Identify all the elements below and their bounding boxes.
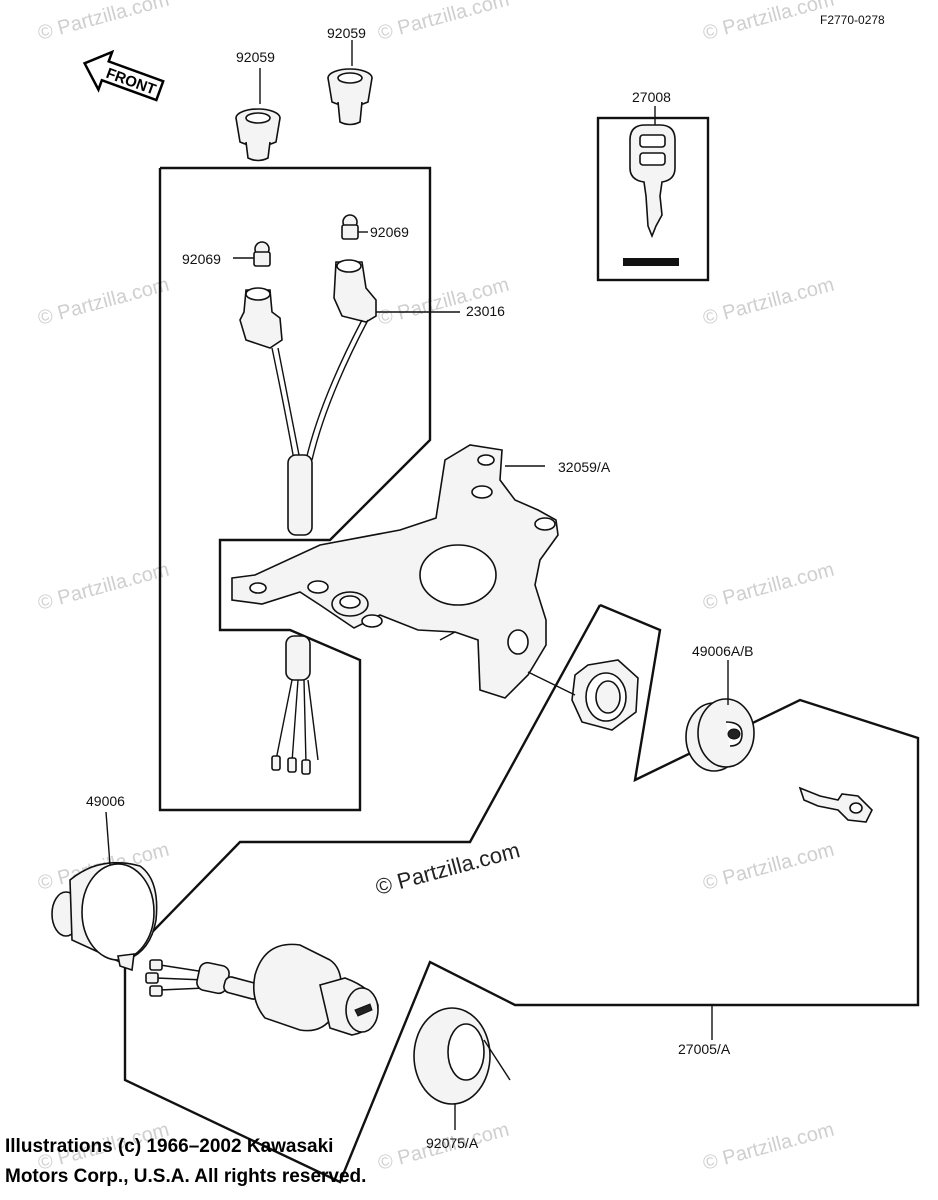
- ignition-switch-body: [145, 943, 379, 1036]
- socket-harness-23016: [239, 259, 377, 536]
- bulb-92069-right: [341, 214, 359, 240]
- group-outlines: [123, 116, 920, 1184]
- cover-49006: [51, 861, 158, 972]
- bulb-92069-left: [253, 241, 271, 267]
- watermark: © Partzilla.com: [701, 1119, 837, 1175]
- grommet-92059-left: [235, 108, 281, 162]
- part-label-23016: 23016: [466, 303, 505, 319]
- part-label-92059: 92059: [236, 49, 275, 65]
- watermark: © Partzilla.com: [36, 274, 172, 330]
- part-label-27005a: 27005/A: [678, 1041, 731, 1057]
- bracket-32059: [231, 444, 559, 699]
- key-small-icon: [798, 786, 873, 823]
- part-label-49006ab: 49006A/B: [692, 643, 754, 659]
- watermark: © Partzilla.com: [36, 0, 172, 45]
- part-label-92069: 92069: [182, 251, 221, 267]
- watermark: © Partzilla.com: [701, 0, 837, 45]
- cap-49006ab: [685, 698, 755, 772]
- copyright-line-2: Motors Corp., U.S.A. All rights reserved…: [5, 1166, 366, 1187]
- connector-23016-lower: [271, 635, 319, 775]
- part-label-92059: 92059: [327, 25, 366, 41]
- grommet-92059-right: [327, 68, 373, 126]
- hex-nut: [527, 659, 639, 731]
- front-arrow-icon: FRONT: [82, 49, 165, 102]
- part-label-92069: 92069: [370, 224, 409, 240]
- watermark: © Partzilla.com: [36, 559, 172, 615]
- watermark: © Partzilla.com: [701, 559, 837, 615]
- watermark-center: © Partzilla.com: [373, 837, 523, 900]
- group-outline-27008: [596, 116, 710, 282]
- part-label-92075a: 92075/A: [426, 1135, 479, 1151]
- part-label-32059a: 32059/A: [558, 459, 611, 475]
- group-outline-27005: [123, 603, 920, 1184]
- part-label-49006: 49006: [86, 793, 125, 809]
- group-outline-23016: [158, 166, 432, 812]
- part-labels: 92059 92059 27008 92069 92069 23016 3205…: [86, 25, 754, 1151]
- watermark: © Partzilla.com: [376, 0, 512, 45]
- watermark: © Partzilla.com: [376, 274, 512, 330]
- washer-92075: [413, 1007, 511, 1105]
- part-label-27008: 27008: [632, 89, 671, 105]
- watermark: © Partzilla.com: [701, 274, 837, 330]
- leader-lines: [105, 40, 729, 1130]
- key-27008-icon: [623, 124, 679, 266]
- copyright-line-1: Illustrations (c) 1966–2002 Kawasaki: [5, 1136, 333, 1157]
- watermark: © Partzilla.com: [701, 839, 837, 895]
- figure-code: F2770-0278: [820, 13, 885, 27]
